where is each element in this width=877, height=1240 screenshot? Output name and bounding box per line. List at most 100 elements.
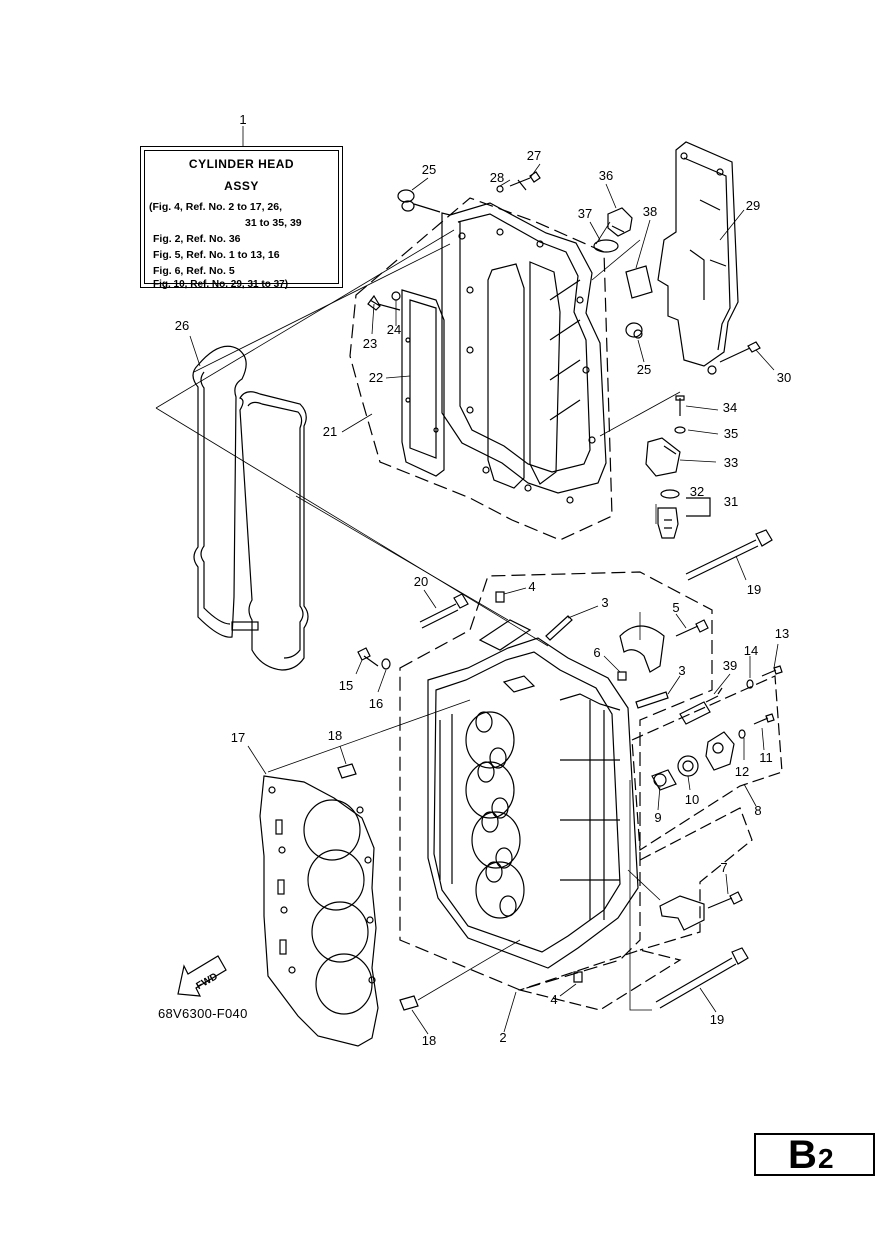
callout-10: 10 [685,792,699,807]
cover-gasket-26 [192,345,309,671]
washer-24 [391,291,401,301]
washer-12 [738,729,746,739]
callout-14: 14 [744,643,758,658]
legend-line-2: 31 to 35, 39 [245,217,302,229]
callout-33: 33 [724,455,738,470]
bolt-19-bottom [655,947,749,1009]
cover-plate-22 [401,289,445,477]
plug-4-top [495,591,505,603]
callout-20: 20 [414,574,428,589]
head-gasket-17 [259,775,379,1047]
callout-4: 4 [528,579,535,594]
legend-line-4: Fig. 5, Ref. No. 1 to 13, 16 [153,249,280,261]
clamp-7 [659,891,743,931]
page-badge-number: 2 [818,1143,834,1174]
leader-lines [189,126,779,1035]
group-boundary-bottom [517,949,682,1011]
clamp-5 [619,619,709,673]
group-boundary-thermostat [631,675,783,852]
housing-9 [651,769,677,791]
bolt-11 [753,713,775,725]
bolt-19-top [685,529,773,581]
legend-line-3: Fig. 2, Ref. No. 36 [153,233,241,245]
bolt-20 [419,593,469,629]
dowel-18-bottom [399,995,419,1011]
plug-4-bottom [573,971,583,983]
callout-19: 19 [747,582,761,597]
callout-23: 23 [363,336,377,351]
bracket-33 [645,437,681,477]
callout-18: 18 [328,728,342,743]
cylinder-head-cover-21 [441,202,607,504]
callout-36: 36 [599,168,613,183]
pin-6 [617,671,627,681]
callout-18: 18 [422,1033,436,1048]
callout-31: 31 [724,494,738,509]
callout-2: 2 [499,1030,506,1045]
grommet-25-top [397,189,441,213]
bolt-30 [719,341,761,363]
cylinder-head-2 [427,619,639,969]
callout-4: 4 [550,992,557,1007]
washer-35 [674,426,686,434]
legend-line-1: (Fig. 4, Ref. No. 2 to 17, 26, [149,201,283,213]
group-boundary-cover [349,197,613,541]
fwd-arrow-icon [177,955,227,997]
callout-17: 17 [231,730,245,745]
legend-title-line2: ASSY [224,179,259,193]
bolt-15 [357,647,379,667]
group-boundary-lower [639,807,753,951]
callout-5: 5 [672,600,679,615]
dowel-3-top [545,615,573,641]
callout-24: 24 [387,322,401,337]
sensor-31 [657,507,679,539]
legend-line-5: Fig. 6, Ref. No. 5 [153,265,235,277]
bolt-27 [509,171,541,191]
callout-34: 34 [723,400,737,415]
callout-35: 35 [724,426,738,441]
callout-6: 6 [593,645,600,660]
leader-31-32 [686,497,711,517]
callout-19: 19 [710,1012,724,1027]
legend-box: CYLINDER HEAD ASSY (Fig. 4, Ref. No. 2 t… [140,146,343,290]
callout-15: 15 [339,678,353,693]
bolt-13 [761,665,783,677]
page-badge-letter: B [788,1133,817,1177]
label-38 [625,265,653,299]
callout-12: 12 [735,764,749,779]
callout-3: 3 [601,595,608,610]
group-boundary-head [399,571,713,991]
callout-30: 30 [777,370,791,385]
legend-inner-frame [144,150,339,284]
dowel-3-right [635,691,669,709]
washer-16 [381,658,391,670]
callout-27: 27 [527,148,541,163]
callout-38: 38 [643,204,657,219]
grommet-25-right [625,322,643,339]
thermostat-10 [677,755,699,777]
drawing-code: 68V6300-F040 [158,1006,248,1021]
callout-9: 9 [654,810,661,825]
legend-line-6: Fig. 10, Ref. No. 29, 31 to 37) [153,279,289,290]
outer-cover-29 [657,141,739,375]
callout-16: 16 [369,696,383,711]
callout-22: 22 [369,370,383,385]
o-ring-37 [593,239,619,253]
legend-title-line1: CYLINDER HEAD [188,157,295,171]
alignment-lines [155,221,681,1011]
callout-8: 8 [754,803,761,818]
callout-1: 1 [239,112,246,127]
bolt-34 [675,395,685,416]
sensor-39 [679,687,723,725]
callout-26: 26 [175,318,189,333]
callout-11: 11 [759,750,773,765]
callout-3: 3 [678,663,685,678]
callout-25: 25 [637,362,651,377]
cap-36 [607,207,633,237]
callout-13: 13 [775,626,789,641]
callout-37: 37 [578,206,592,221]
washer-32 [660,489,680,499]
callout-32: 32 [690,484,704,499]
callout-29: 29 [746,198,760,213]
